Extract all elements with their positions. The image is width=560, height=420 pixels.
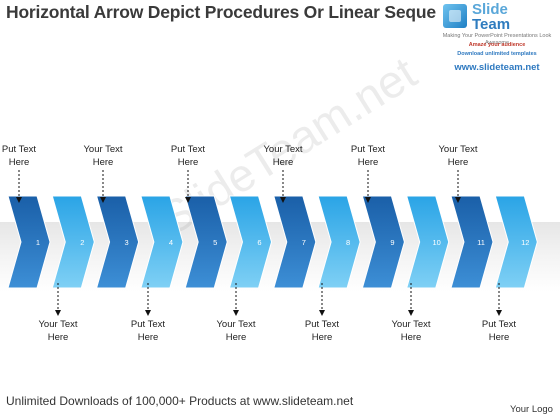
top-label-line1: Your Text	[263, 144, 303, 155]
chevron-step-3: 3	[95, 195, 140, 289]
logo-name-line2: Team	[472, 16, 511, 33]
bottom-label-line2: Here	[488, 332, 510, 343]
bottom-label-line2: Here	[137, 332, 159, 343]
top-label-line2: Here	[177, 157, 199, 168]
top-label-line2: Here	[357, 157, 379, 168]
chevron-shape	[140, 195, 184, 289]
logo-url: www.slideteam.net	[454, 62, 540, 73]
connectors-group	[16, 170, 502, 316]
bottom-label-line1: Your Text	[38, 319, 78, 330]
footer-text: Unlimited Downloads of 100,000+ Products…	[6, 394, 354, 408]
top-label-line1: Put Text	[170, 144, 206, 155]
top-label-line2: Here	[8, 157, 30, 168]
chevron-shape	[494, 195, 538, 289]
chevron-step-7: 7	[273, 195, 317, 289]
your-logo-text: Your Logo	[510, 404, 553, 415]
chevron-step-6: 6	[228, 195, 273, 289]
chevron-step-8: 8	[317, 195, 361, 289]
chevron-step-9: 9	[361, 195, 405, 289]
chevron-number: 3	[125, 238, 129, 247]
bottom-label-line2: Here	[311, 332, 333, 343]
bottom-label-line1: Put Text	[130, 319, 166, 330]
chevron-shape	[184, 195, 228, 289]
chevron-shape	[406, 195, 450, 289]
bottom-label-line1: Put Text	[304, 319, 340, 330]
top-label-line1: Put Text	[1, 144, 37, 155]
slideteam-logo-icon	[443, 4, 467, 28]
chevron-shape	[361, 195, 405, 289]
chevron-number: 9	[390, 238, 394, 247]
bottom-label-line1: Put Text	[481, 319, 517, 330]
chevron-number: 11	[477, 238, 485, 247]
bottom-label-line2: Here	[225, 332, 247, 343]
chevron-step-12: 12	[494, 195, 538, 289]
chevron-shape	[228, 195, 273, 289]
bottom-label-line1: Your Text	[391, 319, 431, 330]
bottom-label-line1: Your Text	[216, 319, 256, 330]
logo-tagline: Making Your PowerPoint Presentations Loo…	[442, 33, 552, 46]
logo-name-line1: Slide	[472, 1, 508, 18]
chevron-number: 1	[36, 238, 40, 247]
chevron-step-11: 11	[450, 195, 494, 289]
chevron-step-4: 4	[140, 195, 184, 289]
top-label-line1: Your Text	[83, 144, 123, 155]
chevron-step-2: 2	[51, 195, 95, 289]
chevron-shape	[317, 195, 361, 289]
top-label-line2: Here	[272, 157, 294, 168]
chevron-number: 2	[80, 238, 84, 247]
chevron-number: 12	[521, 238, 529, 247]
chevron-number: 6	[257, 238, 261, 247]
logo-tagline-2: Amaze your audience	[468, 42, 526, 48]
chevron-number: 7	[302, 238, 306, 247]
logo-tagline-3: Download unlimited templates	[457, 51, 537, 57]
chevron-step-10: 10	[406, 195, 450, 289]
chevron-number: 10	[433, 238, 441, 247]
chevron-step-1: 1	[7, 195, 51, 289]
top-label-line2: Here	[92, 157, 114, 168]
chevron-number: 4	[169, 238, 173, 247]
top-label-line1: Put Text	[350, 144, 386, 155]
page-title: Horizontal Arrow Depict Procedures Or Li…	[6, 2, 466, 22]
bottom-label-line2: Here	[47, 332, 69, 343]
chevron-step-5: 5	[184, 195, 228, 289]
chevron-number: 8	[346, 238, 350, 247]
chevron-shape	[450, 195, 494, 289]
chevron-shape	[273, 195, 317, 289]
bottom-label-line2: Here	[400, 332, 422, 343]
chevron-shape	[51, 195, 95, 289]
chevron-shape	[95, 195, 140, 289]
top-label-line1: Your Text	[438, 144, 478, 155]
chevron-number: 5	[213, 238, 217, 247]
chevron-shape	[7, 195, 51, 289]
top-label-line2: Here	[447, 157, 469, 168]
